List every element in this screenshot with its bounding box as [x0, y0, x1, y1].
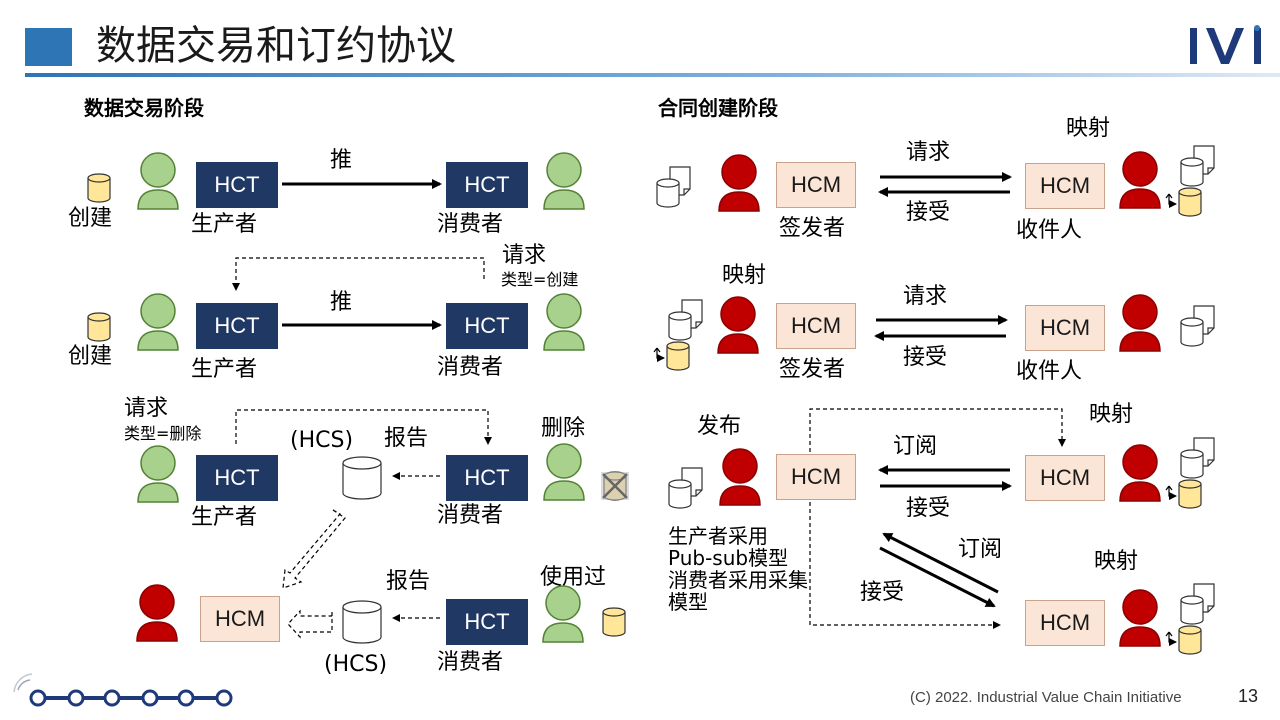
model-note-line3: 消费者采用采集 — [668, 568, 808, 592]
hct-consumer-box[interactable]: HCT — [446, 162, 528, 208]
hcm-publisher-box[interactable]: HCM — [776, 454, 856, 500]
hcm-issuer-box[interactable]: HCM — [776, 162, 856, 208]
map-label: 映射 — [1094, 549, 1139, 574]
hcm-recipient-box[interactable]: HCM — [1025, 305, 1105, 351]
delete-label: 删除 — [541, 416, 586, 441]
consumer-label: 消费者 — [437, 355, 504, 380]
request-label: 请求 — [502, 243, 547, 268]
create-label: 创建 — [68, 344, 113, 369]
title-rule — [25, 73, 1280, 77]
deleted-cylinder-icon — [601, 471, 629, 501]
hct-consumer-box[interactable]: HCT — [446, 599, 528, 645]
accept-label: 接受 — [906, 200, 951, 225]
hct-producer-box[interactable]: HCT — [196, 303, 278, 349]
hct-producer-box[interactable]: HCT — [196, 162, 278, 208]
hct-consumer-box[interactable]: HCT — [446, 455, 528, 501]
page-title: 数据交易和订约协议 — [96, 23, 456, 69]
hcm-issuer-box[interactable]: HCM — [776, 303, 856, 349]
ivi-logo — [1190, 25, 1261, 64]
used-label: 使用过 — [540, 565, 607, 590]
accept-label: 接受 — [906, 496, 951, 521]
hcm-box[interactable]: HCM — [200, 596, 280, 642]
map-label: 映射 — [1066, 116, 1111, 141]
type-create-label: 类型=创建 — [501, 270, 579, 289]
hcs-label: (HCS) — [290, 428, 354, 453]
subscribe-label: 订阅 — [893, 434, 938, 459]
hct-producer-box[interactable]: HCT — [196, 455, 278, 501]
hcm-subscriber-box[interactable]: HCM — [1025, 455, 1105, 501]
push-label: 推 — [330, 290, 353, 315]
model-note-line1: 生产者采用 — [668, 524, 768, 548]
request-label: 请求 — [124, 396, 169, 421]
type-delete-label: 类型=删除 — [124, 424, 202, 443]
hct-consumer-box[interactable]: HCT — [446, 303, 528, 349]
publish-label: 发布 — [697, 414, 742, 439]
push-label: 推 — [330, 148, 353, 173]
hcm-collector-box[interactable]: HCM — [1025, 600, 1105, 646]
map-label: 映射 — [1089, 402, 1134, 427]
producer-label: 生产者 — [191, 212, 258, 237]
title-accent-square — [25, 28, 72, 66]
recipient-label: 收件人 — [1016, 218, 1083, 243]
page-number: 13 — [1238, 686, 1259, 706]
map-label: 映射 — [722, 263, 767, 288]
copyright-footer: (C) 2022. Industrial Value Chain Initiat… — [910, 689, 1182, 706]
issuer-label: 签发者 — [779, 216, 846, 241]
request-label: 请求 — [906, 140, 951, 165]
model-note-line4: 模型 — [668, 590, 708, 614]
report-label: 报告 — [384, 426, 429, 451]
accept-label: 接受 — [860, 580, 905, 605]
accept-label: 接受 — [903, 345, 948, 370]
request-label: 请求 — [903, 284, 948, 309]
report-label: 报告 — [386, 569, 431, 594]
consumer-label: 消费者 — [437, 212, 504, 237]
producer-label: 生产者 — [191, 505, 258, 530]
consumer-label: 消费者 — [437, 650, 504, 675]
create-label: 创建 — [68, 206, 113, 231]
left-heading: 数据交易阶段 — [84, 96, 204, 120]
model-note-line2: Pub-sub模型 — [668, 546, 789, 570]
producer-label: 生产者 — [191, 357, 258, 382]
recipient-label: 收件人 — [1016, 359, 1083, 384]
footer-chain-decoration — [13, 673, 233, 707]
issuer-label: 签发者 — [779, 357, 846, 382]
hcs-label: (HCS) — [324, 652, 388, 677]
right-heading: 合同创建阶段 — [658, 96, 778, 120]
subscribe-label: 订阅 — [958, 537, 1003, 562]
consumer-label: 消费者 — [437, 503, 504, 528]
hcm-recipient-box[interactable]: HCM — [1025, 163, 1105, 209]
